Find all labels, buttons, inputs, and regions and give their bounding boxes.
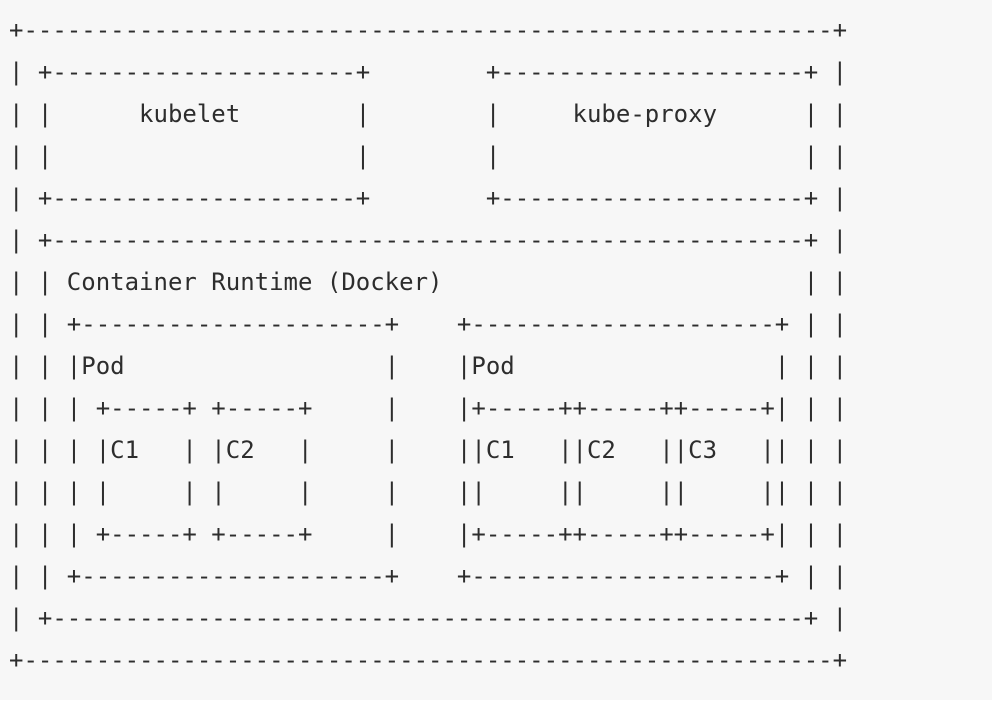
code-block: +---------------------------------------…	[9, 16, 848, 674]
ascii-architecture-diagram: +---------------------------------------…	[9, 16, 848, 674]
